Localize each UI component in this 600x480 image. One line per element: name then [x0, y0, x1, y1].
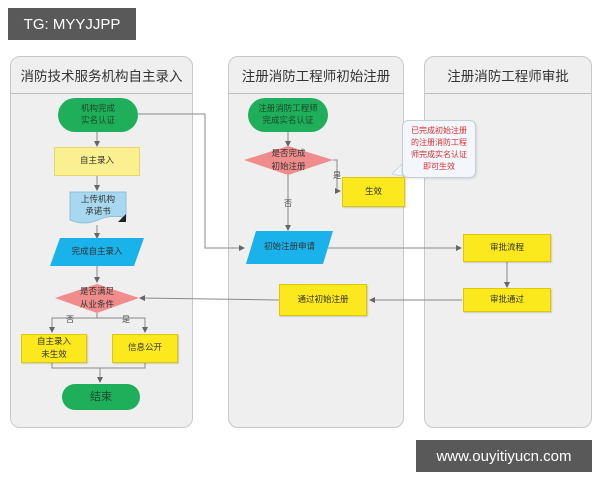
no-branch-label: 否 [284, 199, 292, 208]
initial-registration-decision: 是否完成 初始注册 [271, 149, 306, 172]
lane-title: 消防技术服务机构自主录入 [11, 57, 192, 94]
watermark-top: TG: MYYJJPP [8, 8, 136, 40]
upload-document-shape [69, 191, 127, 224]
qualification-decision: 是否满足 从业条件 [79, 287, 114, 310]
institution-verified-start: 机构完成 实名认证 [58, 98, 138, 132]
yes-branch-label: 是 [122, 315, 130, 324]
upload-commitment-document: 上传机构 承诺书 [80, 194, 115, 217]
entry-not-effective: 自主录入 未生效 [21, 334, 87, 363]
lane-institution-entry: 消防技术服务机构自主录入 [10, 56, 193, 428]
end-terminal: 结束 [62, 384, 140, 410]
watermark-bottom: www.ouyitiyucn.com [416, 440, 592, 472]
no-branch-label: 否 [66, 315, 74, 324]
lane-title: 注册消防工程师初始注册 [229, 57, 403, 94]
yes-branch-label: 是 [333, 171, 341, 180]
approval-flow-step: 审批流程 [463, 234, 551, 262]
self-entry-step: 自主录入 [54, 147, 140, 176]
callout-note: 已完成初始注册 的注册消防工程 师完成实名认证 即可生效 [402, 120, 476, 178]
initial-registration-passed: 通过初始注册 [279, 284, 367, 316]
effective-step: 生效 [342, 177, 405, 207]
complete-self-entry-data: 完成自主录入 [71, 246, 123, 257]
approval-passed-step: 审批通过 [463, 288, 551, 312]
engineer-verified-start: 注册消防工程师 完成实名认证 [248, 98, 328, 132]
info-public: 信息公开 [112, 334, 178, 363]
initial-registration-application: 初始注册申请 [263, 242, 315, 253]
lane-title: 注册消防工程师审批 [425, 57, 591, 94]
